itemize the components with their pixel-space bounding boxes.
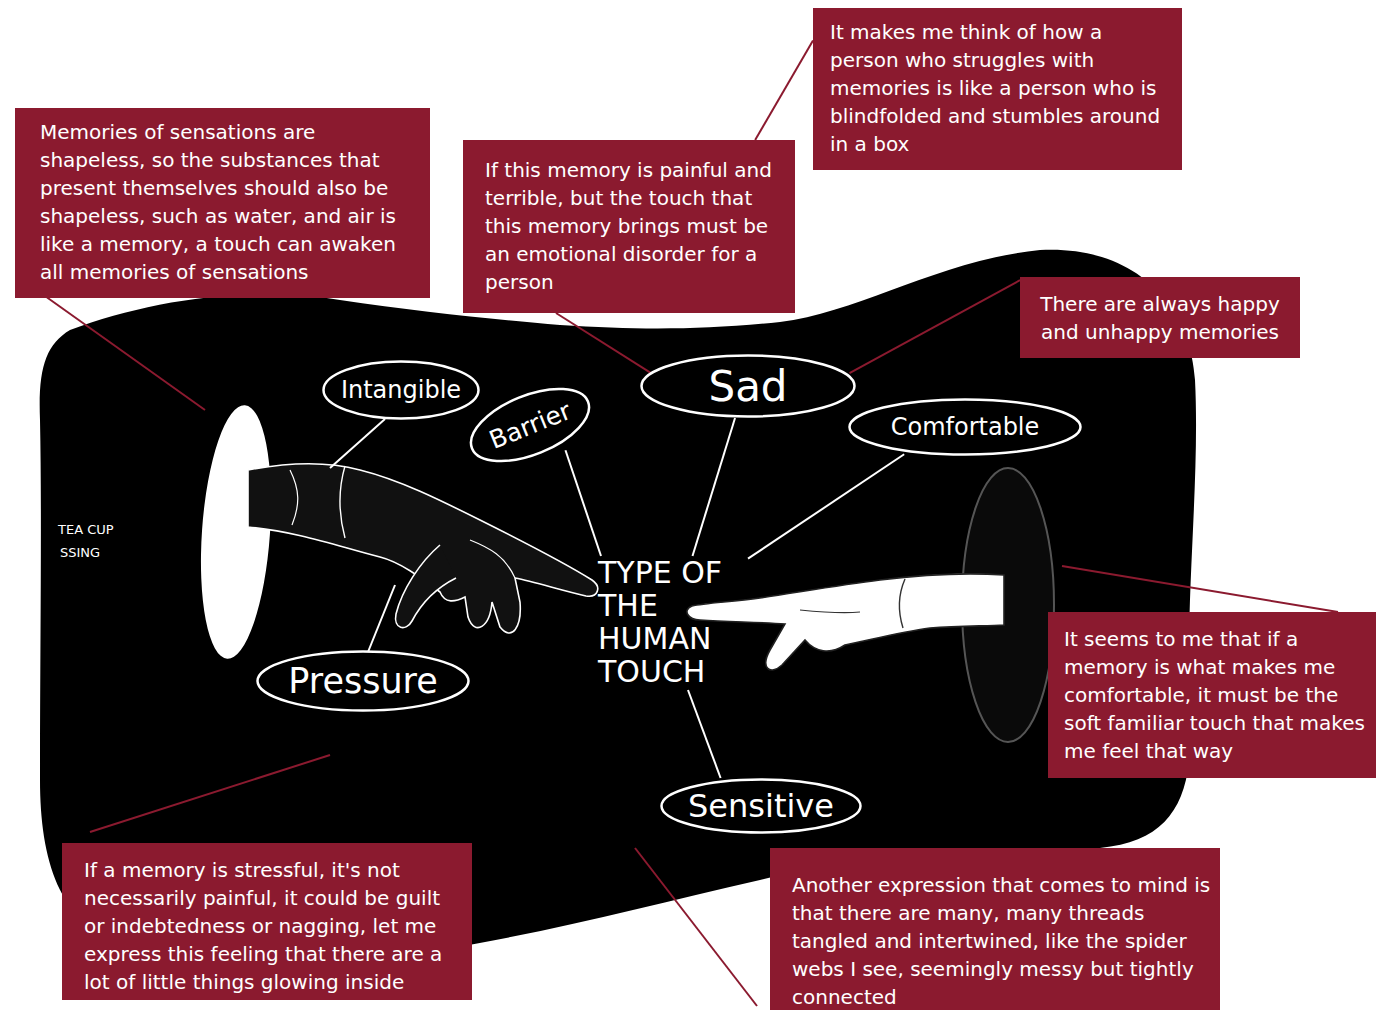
callout-text: Memories of sensations are shapeless, so… <box>40 118 410 286</box>
oval-shape <box>461 374 599 476</box>
leader-line <box>1062 566 1338 612</box>
concept-oval: Sensitive <box>660 778 862 834</box>
callout-text: If this memory is painful and terrible, … <box>485 156 783 296</box>
connector-line <box>565 450 601 556</box>
callout-box: It seems to me that if a memory is what … <box>1048 612 1376 778</box>
concept-label: Pressure <box>288 661 437 701</box>
cuff-line <box>899 579 905 628</box>
callout-text: Another expression that comes to mind is… <box>792 871 1216 1011</box>
black-hand-thumb <box>396 545 456 628</box>
concept-oval: Intangible <box>322 360 480 420</box>
pointer-line <box>330 419 385 468</box>
callout-text: If a memory is stressful, it's not neces… <box>84 856 452 996</box>
concept-oval: Barrier <box>459 372 601 477</box>
connector-line <box>755 40 813 140</box>
white-portal <box>193 403 279 661</box>
leader-line <box>635 848 757 1006</box>
oval-shape <box>324 362 479 419</box>
connector-line <box>688 690 721 778</box>
sleeve-fold <box>340 466 345 538</box>
title-text: TYPE OF THE HUMAN TOUCH <box>598 556 748 688</box>
concept-label: Sensitive <box>688 787 834 825</box>
oval-shape <box>258 652 469 711</box>
concept-oval: Pressure <box>256 650 470 712</box>
connector-line <box>850 280 1020 373</box>
central-title: TYPE OF THE HUMAN TOUCH <box>598 556 748 690</box>
pointer-line <box>368 585 395 652</box>
callout-box: Memories of sensations are shapeless, so… <box>15 108 430 298</box>
callout-text: It seems to me that if a memory is what … <box>1064 625 1374 765</box>
sleeve-fold <box>290 470 298 525</box>
callout-text: It makes me think of how a person who st… <box>830 18 1170 158</box>
concept-label: Intangible <box>341 376 461 404</box>
leader-line <box>45 296 205 410</box>
knuckle-line <box>470 540 515 578</box>
black-hand <box>248 464 598 633</box>
callout-box: If this memory is painful and terrible, … <box>463 140 795 313</box>
concept-oval: Comfortable <box>848 398 1082 456</box>
oval-shape <box>850 400 1081 455</box>
concept-label: Sad <box>708 362 787 411</box>
connector-line <box>748 454 904 558</box>
callout-box: If a memory is stressful, it's not neces… <box>62 843 472 1000</box>
oval-shape <box>662 780 861 833</box>
knuckle-line <box>800 610 860 613</box>
leader-line <box>90 755 330 832</box>
callout-box: There are always happy and unhappy memor… <box>1020 277 1300 358</box>
concept-label: Comfortable <box>891 413 1040 441</box>
callout-text: There are always happy and unhappy memor… <box>1031 290 1289 346</box>
callout-box: It makes me think of how a person who st… <box>813 8 1182 170</box>
concept-oval: Sad <box>640 354 856 418</box>
annotation-text: SSING <box>60 545 100 561</box>
oval-shape <box>642 356 855 417</box>
annotation-text: TEA CUP <box>58 522 114 538</box>
connector-line <box>693 418 736 556</box>
connector-line <box>556 313 659 378</box>
white-hand <box>687 574 1004 670</box>
callout-box: Another expression that comes to mind is… <box>770 848 1220 1010</box>
